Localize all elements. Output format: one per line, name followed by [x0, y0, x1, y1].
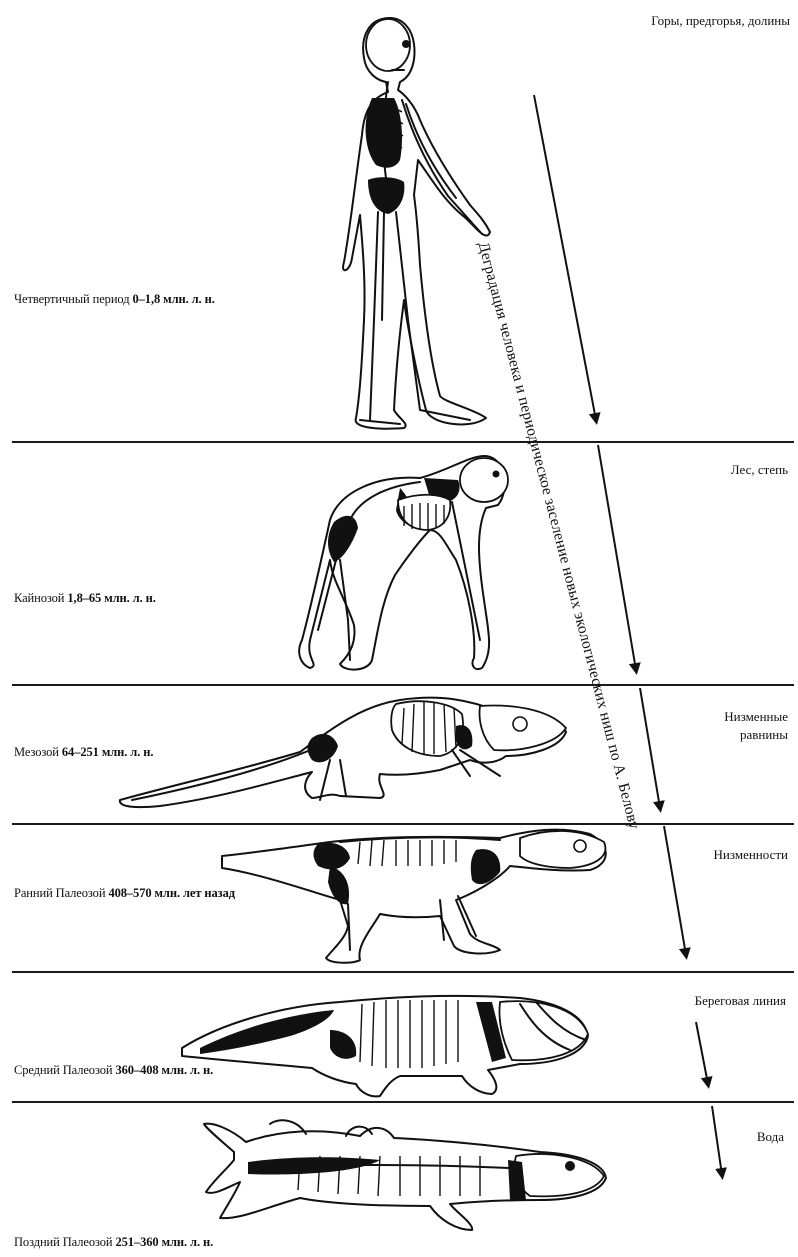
fish-skeleton	[204, 1120, 606, 1230]
arrow-segment	[598, 445, 636, 670]
ape-skeleton	[299, 456, 508, 670]
arrow-segment	[696, 1022, 708, 1084]
arrow-segment	[534, 95, 596, 420]
arrow-segment	[712, 1106, 722, 1175]
lizard-skeleton	[120, 698, 566, 807]
arrow-segment	[664, 826, 686, 955]
arrow-segment	[640, 688, 660, 808]
human-skeleton	[343, 18, 490, 429]
lobe-fin-skeleton	[182, 996, 588, 1096]
amphibian-skeleton	[222, 830, 606, 963]
